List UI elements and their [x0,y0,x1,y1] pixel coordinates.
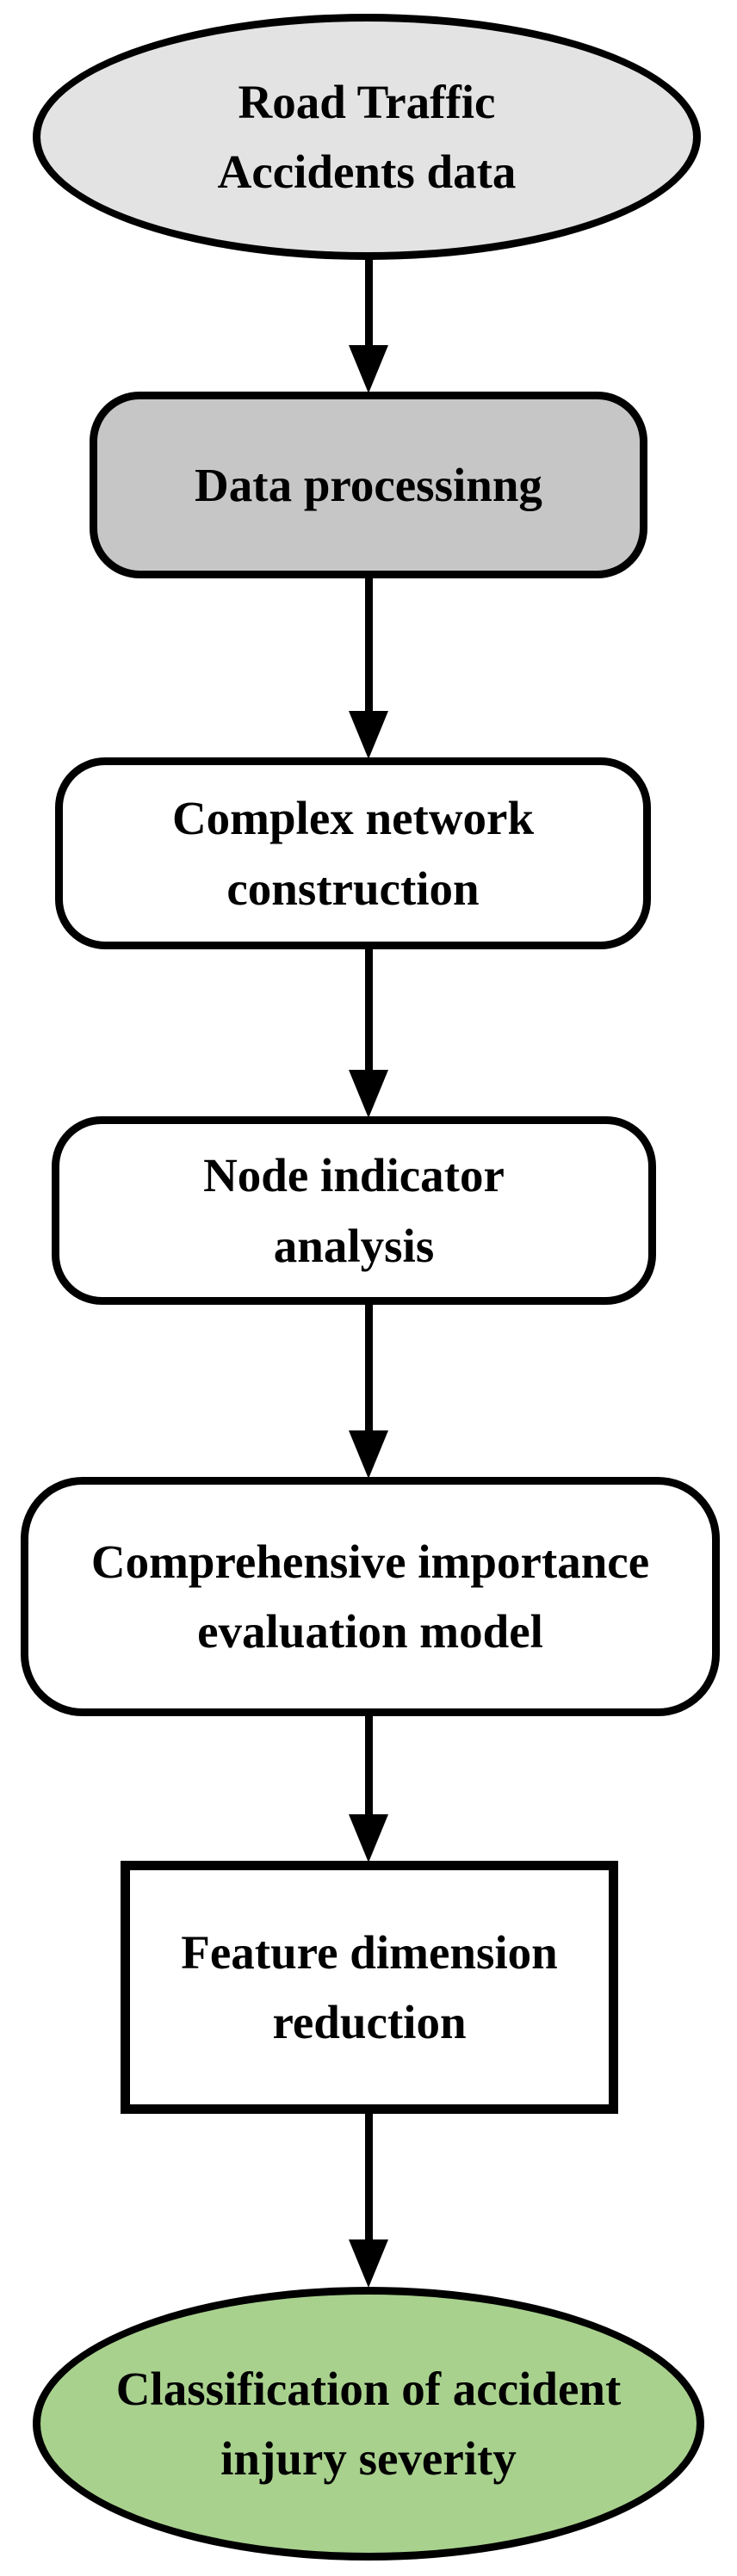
node-complex-network-construction: Complex network construction [55,757,651,949]
arrow-down-icon [349,711,388,759]
arrow-shaft [364,948,373,1070]
node-label-line: injury severity [220,2432,517,2485]
node-label-line: Feature dimension [181,1925,558,1979]
node-road-traffic-accidents-data: Road Traffic Accidents data [33,14,701,260]
arrow-shaft [364,2113,373,2239]
arrow-down-icon [349,1430,388,1479]
node-label-line: Complex network [171,792,535,845]
node-label-line: reduction [272,1996,467,2048]
arrow-connector-1 [349,258,388,393]
node-label-line: analysis [273,1219,435,1272]
node-label-line: Node indicator [203,1149,505,1202]
node-classification-of-accident-injury-severity: Classification of accident injury severi… [33,2287,704,2561]
node-label-line: construction [226,862,480,915]
arrow-connector-3 [349,948,388,1118]
node-label-line: Accidents data [217,145,517,198]
node-label-line: evaluation model [197,1605,543,1658]
node-label-line: Data processinng [195,458,542,511]
arrow-shaft [364,578,373,711]
arrow-connector-6 [349,2113,388,2288]
arrow-connector-4 [349,1304,388,1479]
node-node-indicator-analysis: Node indicator analysis [52,1116,656,1305]
arrow-connector-5 [349,1715,388,1863]
arrow-down-icon [349,1070,388,1118]
node-label-line: Classification of accident [115,2362,622,2415]
node-comprehensive-importance-evaluation-model: Comprehensive importance evaluation mode… [21,1477,720,1716]
node-label-line: Comprehensive importance [90,1535,650,1588]
arrow-shaft [364,1304,373,1430]
node-label-line: Road Traffic [238,75,496,128]
node-data-processing: Data processinng [90,392,647,578]
arrow-shaft [364,1715,373,1814]
arrow-down-icon [349,345,388,393]
arrow-down-icon [349,2239,388,2288]
arrow-down-icon [349,1814,388,1863]
arrow-shaft [364,258,373,345]
node-feature-dimension-reduction: Feature dimension reduction [121,1861,618,2114]
arrow-connector-2 [349,578,388,759]
